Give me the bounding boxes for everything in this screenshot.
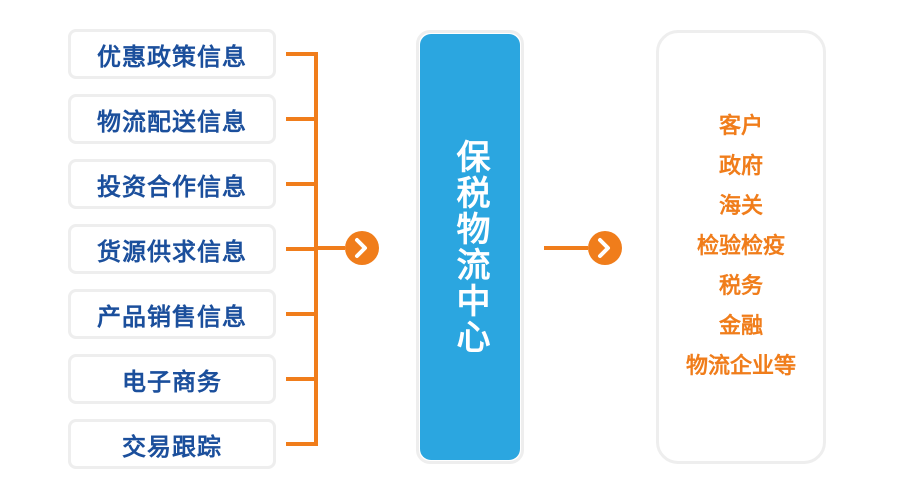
target-box: 客户 政府 海关 检验检疫 税务 金融 物流企业等	[656, 30, 826, 464]
target-item: 金融	[718, 314, 763, 339]
source-label: 投资合作信息	[97, 172, 247, 201]
source-label: 优惠政策信息	[97, 42, 247, 71]
center-title: 保税物流中心	[450, 139, 490, 355]
target-item: 检验检疫	[696, 234, 785, 259]
source-label: 货源供求信息	[97, 237, 247, 266]
source-label: 产品销售信息	[97, 302, 247, 331]
source-box: 物流配送信息	[68, 94, 276, 144]
target-item: 税务	[718, 274, 763, 299]
source-box: 货源供求信息	[68, 224, 276, 274]
source-box: 投资合作信息	[68, 159, 276, 209]
target-item: 政府	[718, 154, 763, 179]
source-label: 电子商务	[122, 367, 222, 396]
source-label: 交易跟踪	[122, 432, 222, 461]
center-node: 保税物流中心	[420, 34, 520, 460]
source-box: 产品销售信息	[68, 289, 276, 339]
source-box: 电子商务	[68, 354, 276, 404]
arrow-right-icon	[588, 231, 622, 265]
target-item: 物流企业等	[685, 354, 796, 379]
source-box: 优惠政策信息	[68, 29, 276, 79]
target-item: 海关	[718, 194, 763, 219]
source-ticks	[286, 52, 316, 446]
target-item: 客户	[718, 114, 763, 139]
source-label: 物流配送信息	[97, 107, 247, 136]
source-box: 交易跟踪	[68, 419, 276, 469]
arrow-left-icon	[345, 231, 379, 265]
